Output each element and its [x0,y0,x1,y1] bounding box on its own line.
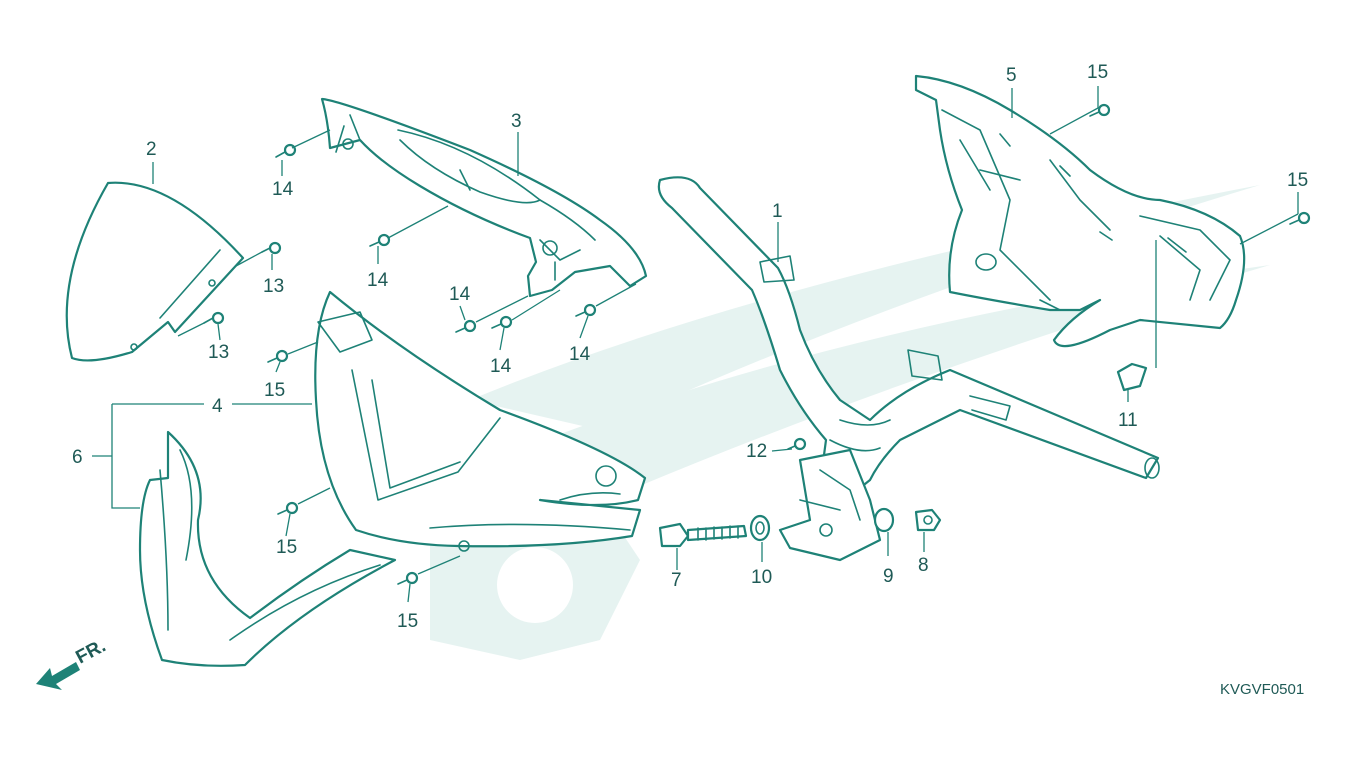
leader-lines [92,86,1299,603]
part-11-clip [1116,362,1148,392]
callout-11: 11 [1118,410,1138,431]
callout-10: 10 [751,567,772,588]
callout-14: 14 [449,284,471,305]
callout-14: 14 [367,270,389,291]
callouts: 1 2 3 4 5 6 7 8 9 10 11 12 13 13 14 14 1… [72,62,1308,632]
screw-13-a [261,241,282,255]
callout-15: 15 [1087,62,1108,83]
part-4-handle-cover-front [314,290,647,552]
callout-9: 9 [883,566,894,587]
part-2-windscreen [65,181,245,362]
callout-13: 13 [208,342,229,363]
part-10-collar [749,514,771,542]
screw-14-a [275,143,297,158]
front-direction-arrow-icon: FR. [36,636,109,690]
callout-8: 8 [918,555,929,576]
screw-15-d [277,501,299,515]
part-9-collar [873,507,895,533]
handlebar-bracket [778,448,882,562]
callout-14: 14 [569,344,591,365]
drawing-code: KVGVF0501 [1220,681,1304,698]
part-6-front-cover-lower [138,430,397,667]
callout-15: 15 [264,380,285,401]
direction-label: FR. [72,636,109,669]
screw-13-b [203,311,225,325]
part-5-handle-cover-rear [914,74,1246,348]
part-3-handle-cover-upper [320,97,648,298]
screw-15-c [267,349,289,363]
screw-14-e [575,303,597,317]
screws [203,103,1311,585]
callout-4: 4 [212,396,223,417]
screw-15-b [1289,211,1311,225]
part-8-nut [914,508,942,532]
part-7-bolt [658,522,748,548]
callout-12: 12 [746,441,767,462]
callout-14: 14 [490,356,512,377]
screw-15-e [397,571,419,585]
screw-15-a [1089,103,1111,117]
screw-14-c [455,319,477,333]
callout-13: 13 [263,276,284,297]
callout-6: 6 [72,447,83,468]
screw-14-b [369,233,391,247]
callout-15: 15 [397,611,418,632]
callout-15: 15 [1287,170,1308,191]
part-1-handlebar [657,176,1160,502]
callout-15: 15 [276,537,297,558]
callout-7: 7 [671,570,682,591]
callout-1: 1 [772,201,783,222]
screw-12 [787,437,807,451]
screw-14-d [491,315,513,329]
callout-2: 2 [146,139,157,160]
callout-3: 3 [511,111,522,132]
callout-14: 14 [272,179,294,200]
callout-5: 5 [1006,65,1017,86]
